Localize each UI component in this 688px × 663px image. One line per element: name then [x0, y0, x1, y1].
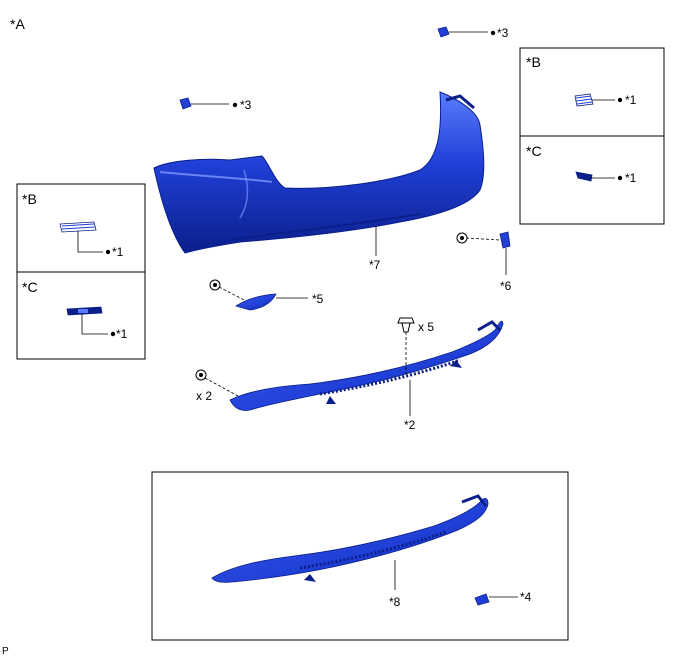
view-b-left-label: *B: [22, 191, 37, 207]
view-c-left-reflector: [66, 306, 116, 337]
callout-3-left: *3: [240, 98, 252, 112]
view-b-left-reflector: [59, 221, 111, 255]
view-c-right-reflector: [575, 171, 623, 182]
push-clip: [397, 317, 415, 374]
view-a-label: *A: [10, 16, 25, 32]
callout-4: *4: [520, 590, 532, 604]
callout-2: *2: [404, 418, 416, 432]
view-b-right-reflector: [574, 93, 623, 107]
view-c-left-label: *C: [22, 279, 38, 295]
clip-4: [474, 593, 518, 606]
clip-3-top: [437, 26, 496, 38]
lower-bumper-2: [229, 320, 504, 411]
callout-1-right-c: *1: [625, 171, 637, 185]
bracket-6: [456, 231, 511, 275]
callout-5: *5: [312, 292, 324, 306]
alt-lower-bumper-frame: [151, 471, 569, 641]
view-b-right-label: *B: [526, 54, 541, 70]
rear-bumper-cover: [153, 91, 485, 254]
view-c-right-label: *C: [526, 143, 542, 159]
callout-6: *6: [500, 279, 512, 293]
lower-bumper-8: [211, 494, 489, 590]
callout-1-left-b: *1: [112, 245, 124, 259]
qty-x2: x 2: [196, 389, 213, 403]
callout-7: *7: [369, 258, 381, 272]
callout-1-left-c: *1: [116, 327, 128, 341]
cover-5: [209, 279, 308, 311]
callout-1-right-b: *1: [625, 93, 637, 107]
screw-x2: [195, 369, 239, 397]
callout-8: *8: [389, 595, 401, 609]
footer-mark: P: [2, 646, 9, 657]
qty-x5: x 5: [418, 320, 435, 334]
clip-3-left: [179, 97, 238, 110]
callout-3-top: *3: [497, 26, 509, 40]
